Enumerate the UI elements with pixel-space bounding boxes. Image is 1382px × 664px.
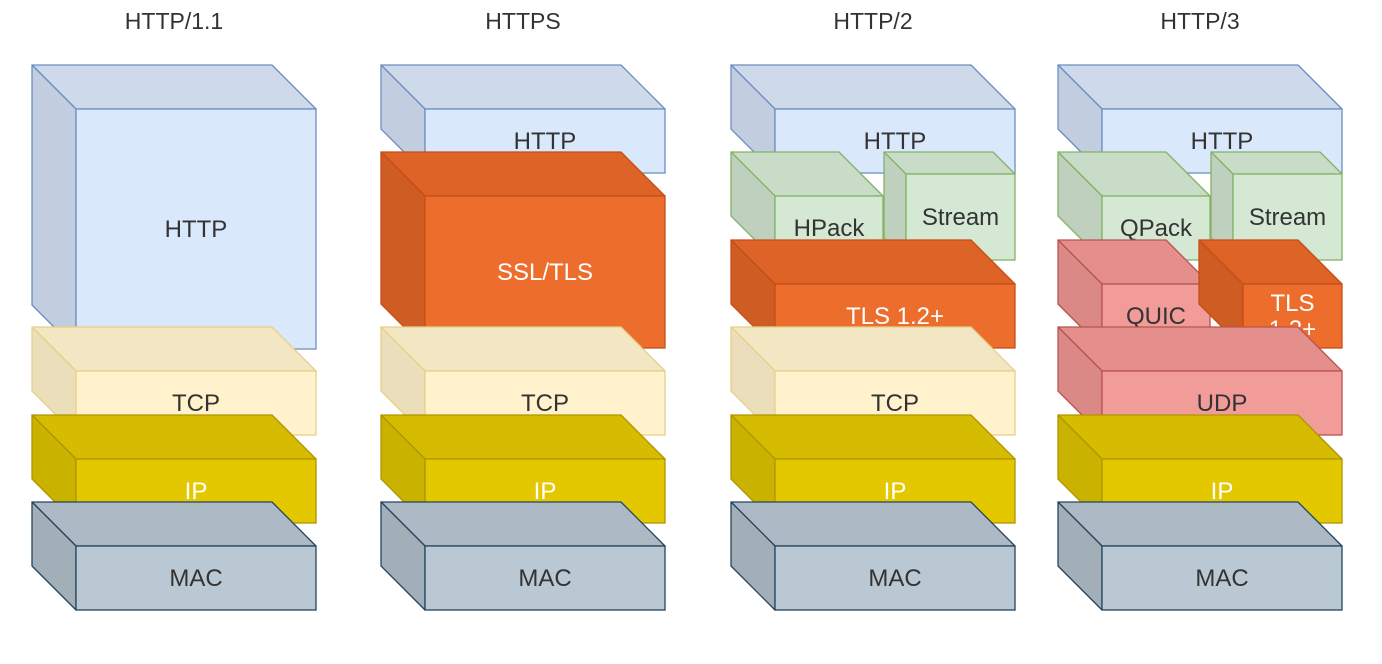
stack-title-http1: HTTP/1.1 xyxy=(124,8,224,34)
layer-ip-label: IP xyxy=(884,478,907,505)
layer-mac: MAC xyxy=(730,501,1016,611)
layer-tcp-label: TCP xyxy=(521,390,569,417)
layer-tls-label: TLS 1.2+ xyxy=(846,303,944,330)
layer-http-label: HTTP xyxy=(165,216,228,243)
layer-quic-label: QUIC xyxy=(1126,303,1186,330)
stack-title-https: HTTPS xyxy=(485,8,561,34)
stack-title-http2: HTTP/2 xyxy=(833,8,913,34)
layer-mac-label: MAC xyxy=(518,565,571,592)
layer-mac: MAC xyxy=(380,501,666,611)
layer-mac-label: MAC xyxy=(1195,565,1248,592)
layer-tcp-label: TCP xyxy=(871,390,919,417)
layer-tcp-label: TCP xyxy=(172,390,220,417)
layer-http: HTTP xyxy=(730,64,1016,174)
layer-stream-label: Stream xyxy=(922,204,999,231)
layer-qpack: QPack xyxy=(1057,151,1211,261)
stack-title-http3: HTTP/3 xyxy=(1160,8,1240,34)
layer-ip-label: IP xyxy=(185,478,208,505)
layer-stream-label: Stream xyxy=(1249,204,1326,231)
layer-http-label: HTTP xyxy=(864,128,927,155)
layer-http-label: HTTP xyxy=(1191,128,1254,155)
layer-http: HTTP xyxy=(31,64,317,350)
layer-ip-label: IP xyxy=(1211,478,1234,505)
layer-mac-label: MAC xyxy=(169,565,222,592)
layer-qpack-label: QPack xyxy=(1120,215,1193,242)
layer-mac: MAC xyxy=(31,501,317,611)
layer-http-label: HTTP xyxy=(514,128,577,155)
layer-ip-label: IP xyxy=(534,478,557,505)
layer-udp-label: UDP xyxy=(1197,390,1248,417)
layer-mac-label: MAC xyxy=(868,565,921,592)
layer-mac: MAC xyxy=(1057,501,1343,611)
layer-ssl-tls-label: SSL/TLS xyxy=(497,259,593,286)
layer-hpack-label: HPack xyxy=(794,215,866,242)
layer-ssl-tls: SSL/TLS xyxy=(380,151,666,349)
